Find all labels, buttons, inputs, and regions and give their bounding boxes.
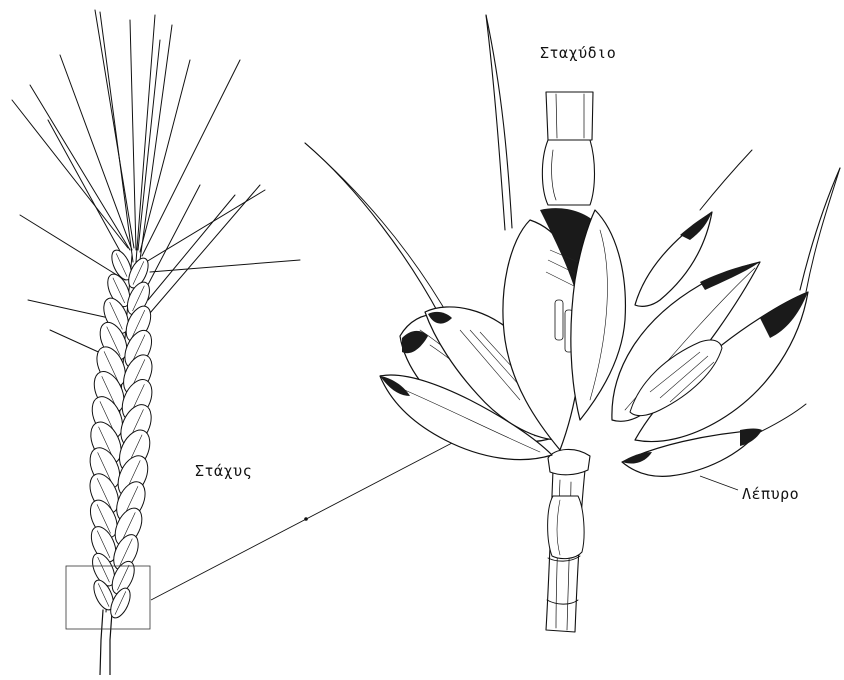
- spikelet-rachis: [546, 449, 590, 632]
- awn: [136, 15, 155, 262]
- spike-awns: [12, 10, 300, 360]
- label-spikelet: Σταχύδιο: [540, 44, 616, 62]
- label-spike: Στάχυς: [195, 462, 252, 480]
- husk-pointer: [700, 476, 738, 490]
- awn: [148, 195, 235, 300]
- awn: [95, 10, 134, 248]
- upper-rachis: [542, 92, 594, 205]
- spikelet-illustration: [305, 15, 840, 632]
- wheat-spike-illustration: [12, 10, 300, 675]
- awn: [48, 120, 126, 262]
- awn: [12, 100, 128, 248]
- awn: [130, 20, 136, 250]
- connector-dot: [304, 517, 308, 521]
- awn: [142, 60, 240, 256]
- spike-stem: [100, 610, 112, 675]
- label-husk: Λέπυρο: [742, 485, 799, 503]
- spike-spikelets: [84, 247, 158, 621]
- awn: [146, 190, 265, 262]
